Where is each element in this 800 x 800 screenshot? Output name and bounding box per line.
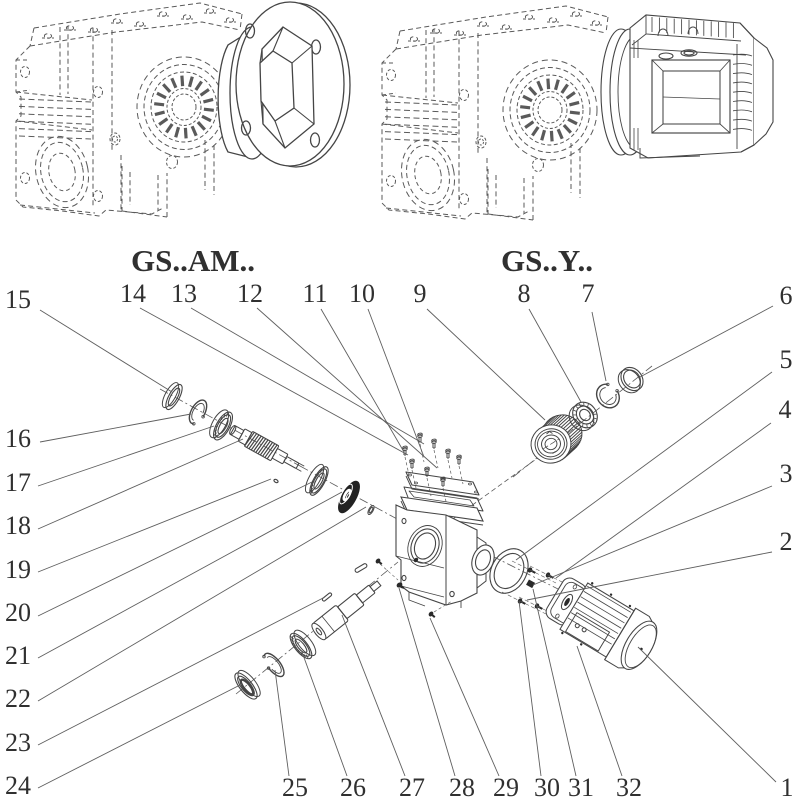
svg-text:7: 7 [582, 279, 595, 308]
svg-text:15: 15 [5, 285, 31, 314]
svg-text:GS..AM..: GS..AM.. [131, 243, 255, 278]
svg-text:21: 21 [5, 641, 31, 670]
svg-text:5: 5 [780, 345, 793, 374]
svg-text:23: 23 [5, 728, 31, 757]
svg-text:30: 30 [534, 773, 560, 800]
svg-text:25: 25 [282, 773, 308, 800]
svg-text:10: 10 [349, 279, 375, 308]
svg-text:9: 9 [414, 279, 427, 308]
svg-text:GS..Y..: GS..Y.. [501, 243, 593, 278]
svg-text:20: 20 [5, 598, 31, 627]
svg-text:6: 6 [780, 281, 793, 310]
svg-text:3: 3 [780, 459, 793, 488]
svg-text:2: 2 [780, 527, 793, 556]
svg-text:29: 29 [493, 773, 519, 800]
svg-text:32: 32 [616, 773, 642, 800]
svg-text:11: 11 [302, 279, 327, 308]
svg-text:26: 26 [340, 773, 366, 800]
svg-text:1: 1 [781, 773, 794, 800]
svg-text:22: 22 [5, 684, 31, 713]
svg-text:24: 24 [5, 771, 31, 800]
svg-text:28: 28 [449, 773, 475, 800]
svg-text:14: 14 [120, 279, 146, 308]
svg-text:31: 31 [568, 773, 594, 800]
svg-text:16: 16 [5, 424, 31, 453]
svg-text:4: 4 [779, 395, 792, 424]
svg-text:18: 18 [5, 511, 31, 540]
svg-text:12: 12 [237, 279, 263, 308]
svg-text:19: 19 [5, 555, 31, 584]
svg-text:17: 17 [5, 468, 31, 497]
svg-text:27: 27 [399, 773, 425, 800]
svg-text:8: 8 [518, 279, 531, 308]
svg-text:13: 13 [171, 279, 197, 308]
